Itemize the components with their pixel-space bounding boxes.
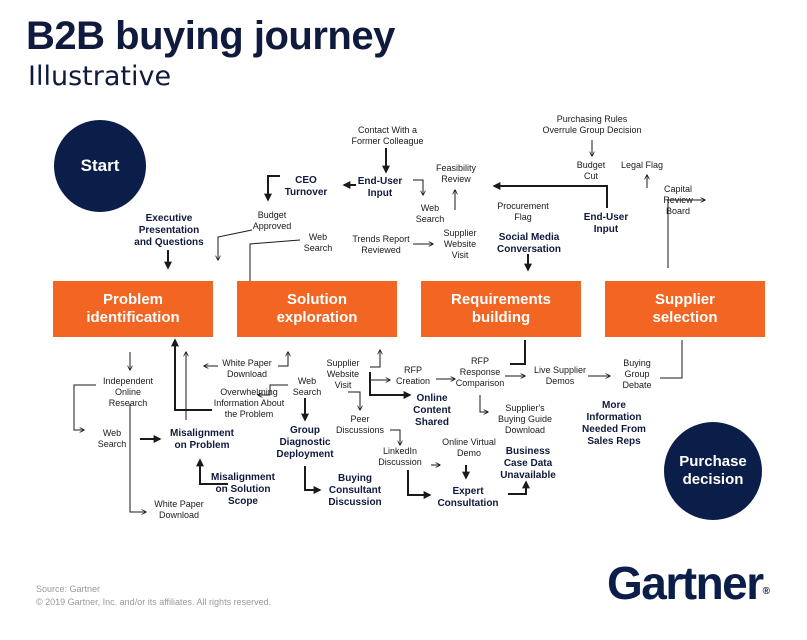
- stage-supplier-selection: Supplier selection: [605, 281, 765, 337]
- label-linkedin-discussion: LinkedIn Discussion: [378, 446, 422, 467]
- logo-registered-mark: ®: [762, 586, 771, 597]
- label-supplier-website-visit-top: Supplier Website Visit: [443, 228, 477, 260]
- gartner-logo: Gartner®: [607, 556, 770, 610]
- label-trends-report: Trends Report Reviewed: [352, 234, 410, 255]
- label-procurement-flag: Procurement Flag: [497, 201, 549, 222]
- label-white-paper-1: White Paper Download: [222, 358, 272, 379]
- label-budget-cut: Budget Cut: [576, 160, 606, 181]
- start-circle: Start: [54, 120, 146, 212]
- label-web-search-top1: Web Search: [415, 203, 445, 224]
- stage-requirements-building: Requirements building: [421, 281, 581, 337]
- label-executive-presentation: Executive Presentation and Questions: [134, 213, 204, 248]
- label-online-content-shared: Online Content Shared: [413, 393, 451, 428]
- footer-source: Source: Gartner: [36, 584, 101, 594]
- label-more-information: More Information Needed From Sales Reps: [582, 400, 646, 447]
- label-misalignment-scope: Misalignment on Solution Scope: [211, 472, 275, 507]
- label-group-diagnostic: Group Diagnostic Deployment: [276, 425, 334, 460]
- label-feasibility-review: Feasibility Review: [435, 163, 476, 184]
- label-buying-group-debate: Buying Group Debate: [622, 358, 652, 390]
- footer-copyright: © 2019 Gartner, Inc. and/or its affiliat…: [36, 597, 272, 607]
- label-web-search-mid: Web Search: [292, 376, 322, 397]
- label-ceo-turnover: CEO Turnover: [284, 175, 328, 198]
- label-online-virtual-demo: Online Virtual Demo: [442, 437, 496, 458]
- label-budget-approved: Budget Approved: [252, 210, 292, 231]
- label-web-search-top2: Web Search: [303, 232, 333, 253]
- label-misalignment-problem: Misalignment on Problem: [170, 428, 234, 451]
- label-supplier-website-visit-bot: Supplier Website Visit: [326, 358, 360, 390]
- label-end-user-input-2: End-User Input: [583, 212, 629, 235]
- label-capital-review-board: Capital Review Board: [663, 184, 693, 216]
- label-overwhelming-info: Overwhelming Information About the Probl…: [213, 387, 285, 419]
- label-web-search-left: Web Search: [97, 428, 127, 449]
- label-legal-flag: Legal Flag: [620, 160, 664, 170]
- stage-problem-identification: Problem identification: [53, 281, 213, 337]
- label-white-paper-2: White Paper Download: [154, 499, 204, 520]
- label-business-case: Business Case Data Unavailable: [500, 446, 556, 481]
- label-rfp-creation: RFP Creation: [395, 365, 431, 386]
- label-peer-discussions: Peer Discussions: [335, 414, 384, 435]
- purchase-decision-circle: Purchase decision: [664, 422, 762, 520]
- label-expert-consultation: Expert Consultation: [437, 486, 499, 509]
- label-contact-former: Contact With a Former Colleague: [351, 125, 424, 146]
- page-title: B2B buying journey: [26, 14, 395, 58]
- label-suppliers-buying-guide: Supplier's Buying Guide Download: [497, 403, 553, 435]
- label-end-user-input-1: End-User Input: [357, 176, 403, 199]
- label-purchasing-rules: Purchasing Rules Overrule Group Decision: [542, 114, 642, 135]
- label-independent-research: Independent Online Research: [102, 376, 154, 408]
- logo-text: Gartner: [607, 557, 764, 609]
- label-rfp-response: RFP Response Comparison: [455, 356, 505, 388]
- label-buying-consultant: Buying Consultant Discussion: [328, 473, 382, 508]
- label-social-media-conversation: Social Media Conversation: [497, 232, 561, 255]
- stage-solution-exploration: Solution exploration: [237, 281, 397, 337]
- label-live-supplier-demos: Live Supplier Demos: [533, 365, 587, 386]
- page-subtitle: Illustrative: [28, 61, 172, 92]
